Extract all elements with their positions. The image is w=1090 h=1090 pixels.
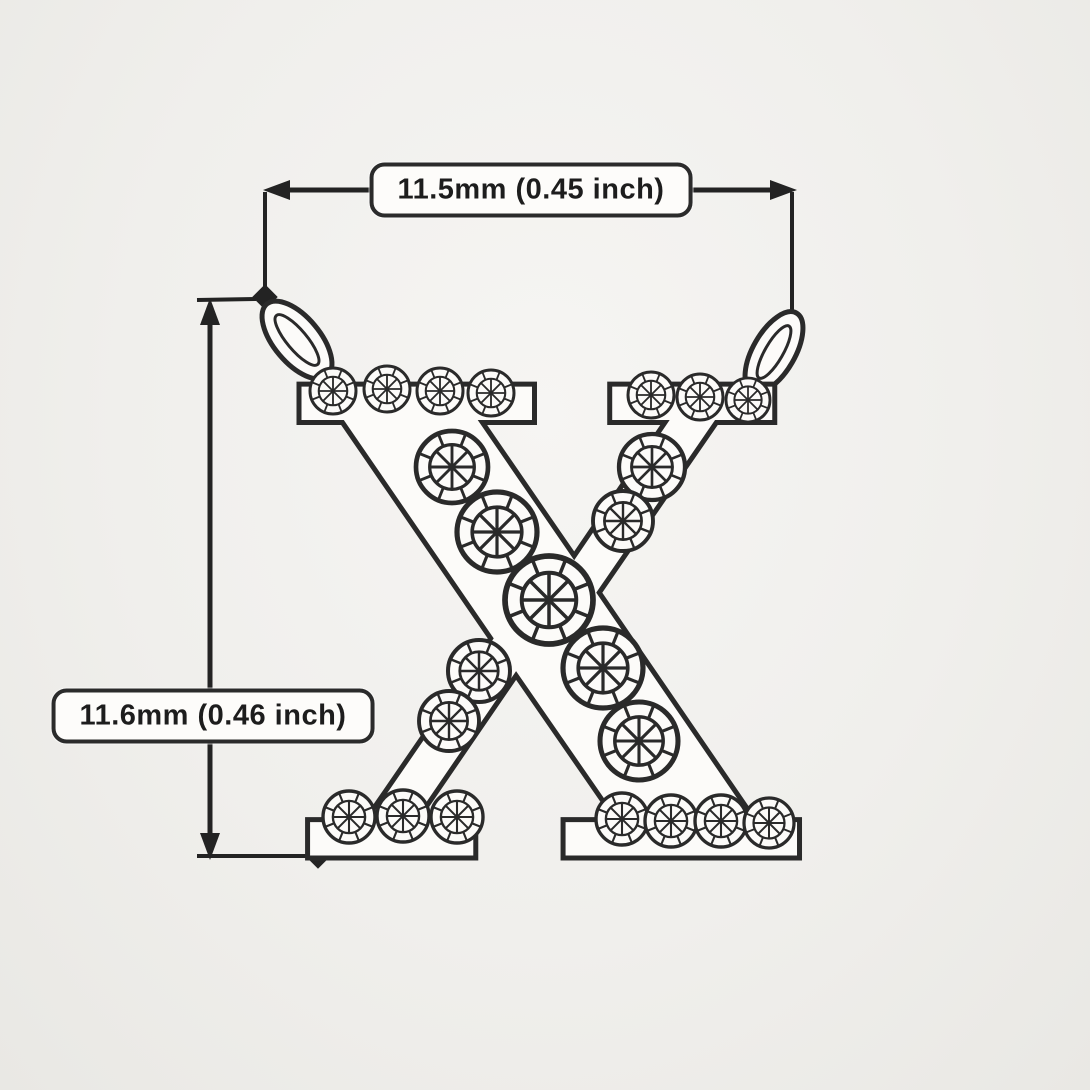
bail-left <box>259 298 335 382</box>
diamond-stone <box>643 793 699 849</box>
diamond-stone <box>591 489 655 553</box>
diamond-stone <box>724 376 772 424</box>
diamond-stone <box>416 431 488 503</box>
diamond-stone <box>600 702 678 780</box>
diamond-stone <box>594 791 650 847</box>
diamond-stone <box>742 796 796 850</box>
diamond-stone <box>362 364 412 414</box>
diamond-stone <box>375 788 431 844</box>
height-arrow-top-icon <box>200 298 220 325</box>
width-dimension-label: 11.5mm (0.45 inch) <box>369 162 693 218</box>
diamond-stone <box>429 789 485 845</box>
width-arrow-right-icon <box>770 180 797 200</box>
diamond-stone <box>415 366 465 416</box>
height-extension-top <box>196 297 257 302</box>
diamond-stone <box>626 370 676 420</box>
height-arrow-bottom-icon <box>200 833 220 860</box>
diamond-stone <box>308 366 358 416</box>
height-anchor-bottom-icon <box>305 843 331 869</box>
height-dimension-label: 11.6mm (0.46 inch) <box>51 688 375 744</box>
diamond-stone <box>505 556 593 644</box>
pendant: X X <box>259 247 806 1015</box>
width-arrow-left-icon <box>263 180 290 200</box>
diamond-stone <box>693 793 749 849</box>
diamond-stone <box>563 628 643 708</box>
height-dimension <box>196 297 331 869</box>
diamond-stone <box>321 789 377 845</box>
diamond-stone <box>417 689 481 753</box>
diamond-stone <box>466 368 516 418</box>
diamond-stone <box>675 372 725 422</box>
